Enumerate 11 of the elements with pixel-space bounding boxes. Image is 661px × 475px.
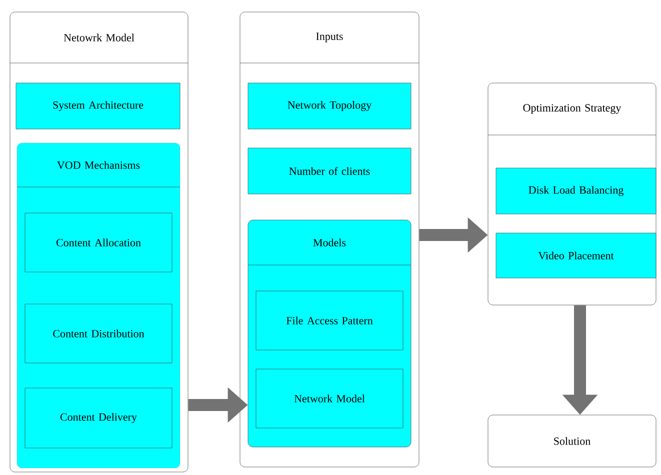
process-box: Content Delivery: [24, 388, 172, 448]
process-box: Number of clients: [248, 148, 412, 194]
process-box: Content Distribution: [24, 304, 172, 364]
process-box: File Access Pattern: [256, 290, 404, 350]
process-box: Content Allocation: [24, 212, 172, 272]
process-box: Disk Load Balancing: [496, 168, 656, 214]
process-box: System Architecture: [16, 82, 180, 130]
panel: Solution: [488, 414, 656, 468]
process-box: Network Topology: [248, 82, 412, 130]
process-box: Video Placement: [496, 232, 656, 278]
process-box: Network Model: [256, 368, 404, 428]
